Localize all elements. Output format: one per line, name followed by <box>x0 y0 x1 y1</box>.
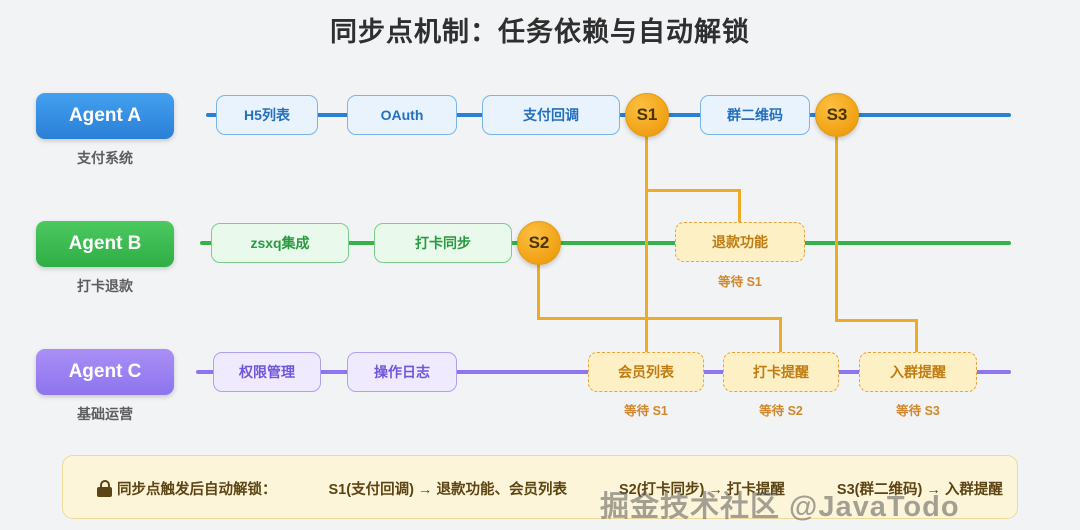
legend-row: 同步点触发后自动解锁： S1(支付回调) → 退款功能、会员列表 S2(打卡同步… <box>63 456 1019 520</box>
agent-b-subtitle: 打卡退款 <box>77 278 133 294</box>
sync-point-s1[interactable]: S1 <box>625 93 669 137</box>
task-permission[interactable]: 权限管理 <box>213 352 321 392</box>
task-checkin-sync[interactable]: 打卡同步 <box>374 223 512 263</box>
agent-c-label: Agent C 基础运营 <box>36 349 174 424</box>
locked-task-group-remind[interactable]: 入群提醒 <box>859 352 977 392</box>
agent-a-subtitle: 支付系统 <box>77 150 133 166</box>
task-oauth[interactable]: OAuth <box>347 95 457 135</box>
legend-panel: 同步点触发后自动解锁： S1(支付回调) → 退款功能、会员列表 S2(打卡同步… <box>62 455 1018 519</box>
legend-heading: 同步点触发后自动解锁： <box>117 481 277 498</box>
agent-c-chip: Agent C <box>36 349 174 395</box>
legend-rule-s1: S1(支付回调) → 退款功能、会员列表 <box>328 481 567 498</box>
connector-s2-to-checkin-v <box>779 317 782 355</box>
locked-task-member-list[interactable]: 会员列表 <box>588 352 704 392</box>
agent-b-chip: Agent B <box>36 221 174 267</box>
connector-s1-vertical <box>645 130 648 370</box>
task-oplog[interactable]: 操作日志 <box>347 352 457 392</box>
legend-rule-s3: S3(群二维码) → 入群提醒 <box>836 481 1003 498</box>
agent-a-chip: Agent A <box>36 93 174 139</box>
connector-s1-to-refund-h <box>645 189 741 192</box>
connector-s2-horizontal <box>537 317 782 320</box>
sync-point-s3[interactable]: S3 <box>815 93 859 137</box>
locked-task-checkin-remind[interactable]: 打卡提醒 <box>723 352 839 392</box>
agent-c-subtitle: 基础运营 <box>77 406 133 422</box>
wait-label-checkin-remind: 等待 S2 <box>759 404 803 418</box>
task-zsxq[interactable]: zsxq集成 <box>211 223 349 263</box>
wait-label-refund: 等待 S1 <box>718 275 762 289</box>
connector-s2-vertical <box>537 258 540 320</box>
task-pay-callback[interactable]: 支付回调 <box>482 95 620 135</box>
wait-label-group-remind: 等待 S3 <box>896 404 940 418</box>
agent-b-label: Agent B 打卡退款 <box>36 221 174 296</box>
agent-a-label: Agent A 支付系统 <box>36 93 174 168</box>
page-title: 同步点机制：任务依赖与自动解锁 <box>330 17 750 47</box>
legend-rule-s2: S2(打卡同步) → 打卡提醒 <box>618 481 785 498</box>
locked-task-refund[interactable]: 退款功能 <box>675 222 805 262</box>
connector-s3-to-group-v <box>915 319 918 355</box>
connector-s1-to-refund-v <box>738 189 741 224</box>
connector-s3-horizontal <box>835 319 918 322</box>
lock-icon <box>97 479 112 497</box>
task-group-qr[interactable]: 群二维码 <box>700 95 810 135</box>
lane-b-rail <box>200 241 1011 245</box>
lock-shackle <box>99 479 110 489</box>
task-h5-list[interactable]: H5列表 <box>216 95 318 135</box>
wait-label-member-list: 等待 S1 <box>624 404 668 418</box>
lock-body <box>97 486 112 497</box>
sync-point-s2[interactable]: S2 <box>517 221 561 265</box>
connector-s3-vertical <box>835 130 838 322</box>
